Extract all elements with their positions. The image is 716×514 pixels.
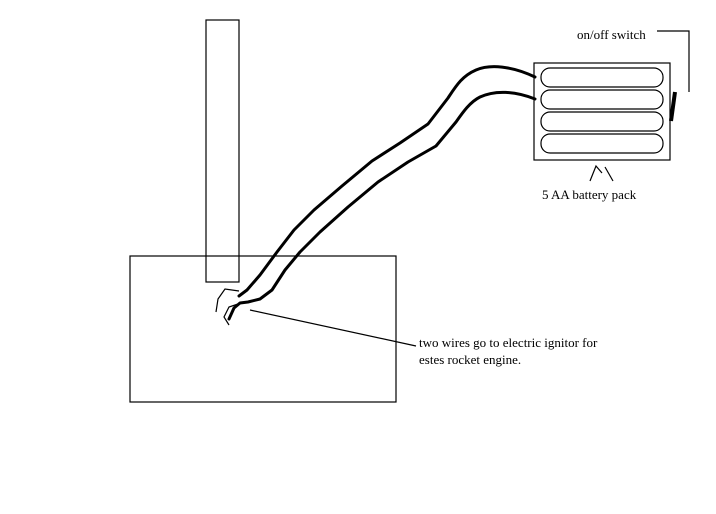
battery-cell: [540, 89, 664, 110]
launch-pad-base: [129, 255, 397, 403]
label-ignitor-note: two wires go to electric ignitor for est…: [419, 334, 597, 368]
battery-pack: [533, 62, 671, 161]
label-ignitor-note-line2: estes rocket engine.: [419, 352, 522, 367]
battery-arrow-mark: [589, 164, 603, 182]
wire-lower: [227, 90, 537, 321]
rocket-tube: [205, 19, 240, 283]
label-ignitor-note-line1: two wires go to electric ignitor for: [419, 335, 598, 350]
battery-arrow-mark: [604, 166, 614, 182]
ignitor-wire-lead: [215, 288, 240, 313]
ignitor-leader-line: [249, 309, 417, 347]
label-battery-pack: 5 AA battery pack: [542, 187, 637, 202]
battery-cell: [540, 67, 664, 88]
label-on-off-switch: on/off switch: [577, 27, 646, 42]
battery-cell: [540, 111, 664, 132]
ignitor-wire-lead: [223, 303, 239, 326]
switch-pointer-line: [657, 30, 690, 92]
battery-cell: [540, 133, 664, 154]
wire-upper: [237, 65, 537, 298]
switch-lever: [669, 91, 677, 122]
battery-pack-outline: [533, 62, 671, 161]
